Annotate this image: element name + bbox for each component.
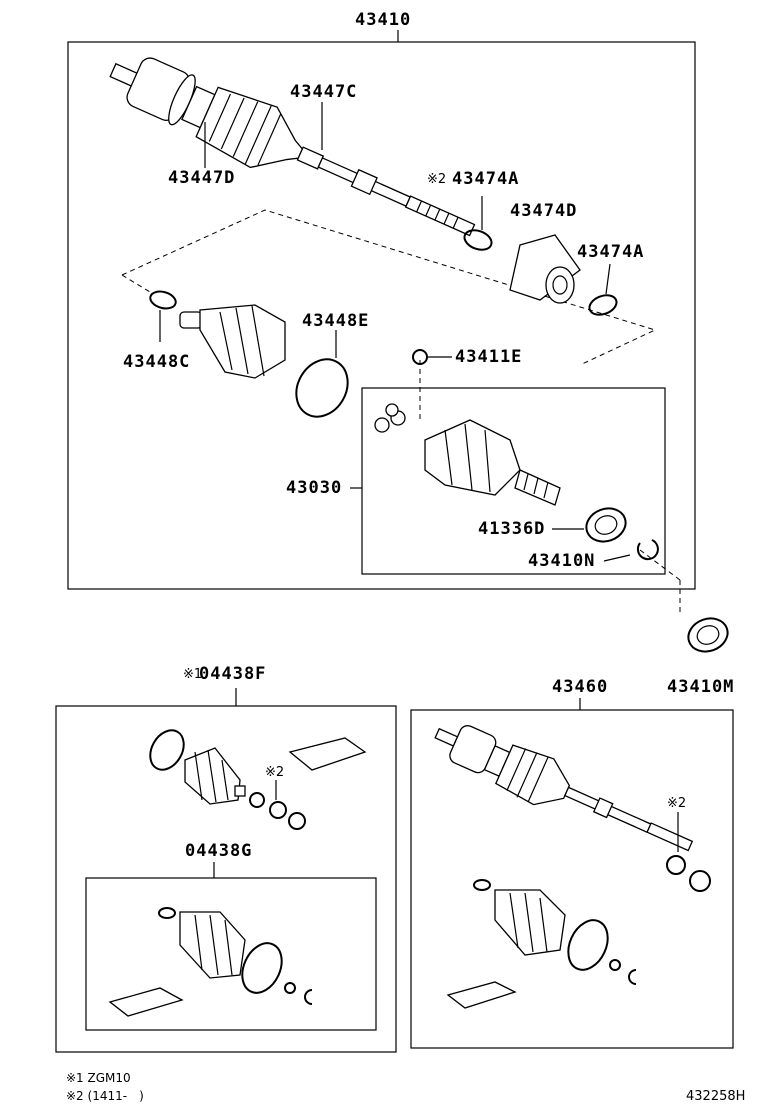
inner-joint-frame — [361, 387, 666, 575]
label-clamp-a-top: 43474A — [452, 169, 520, 189]
inner-joint-illustration — [374, 403, 561, 506]
boot-kit-inner-frame — [85, 877, 377, 1031]
label-bearing: 43410M — [667, 677, 735, 697]
label-ring-n: 43410N — [528, 551, 596, 571]
label-main-assy: 43410 — [355, 10, 412, 30]
boot-kit-inner-illustration — [108, 907, 313, 1017]
label-damper: 43474D — [510, 201, 578, 221]
label-alt-shaft: 43460 — [552, 677, 609, 697]
alt-shaft-frame — [410, 709, 734, 1049]
boot-kit-illustration — [149, 729, 367, 830]
drive-shaft-illustration — [109, 57, 476, 237]
label-mark2-alt: ※2 — [667, 796, 687, 811]
note-1-text: ZGM10 — [87, 1071, 131, 1085]
label-kit1: 04438F — [199, 664, 267, 684]
label-snap-ring: 43411E — [455, 347, 523, 367]
diagram-id: 432258H — [686, 1089, 746, 1104]
inner-boot-illustration — [179, 304, 286, 379]
note-2-mark: ※2 — [66, 1089, 84, 1103]
label-kit1-mark: ※1 — [183, 667, 203, 682]
label-mark2-kit: ※2 — [265, 765, 285, 780]
label-kit2: 04438G — [185, 841, 253, 861]
label-inner-band: 43448E — [302, 311, 370, 331]
label-clamp-a-right: 43474A — [577, 242, 645, 262]
label-outer-boot: 43447C — [290, 82, 358, 102]
note-1: ※1 ZGM10 — [66, 1072, 131, 1084]
main-assembly-frame — [67, 41, 696, 590]
damper-illustration — [509, 234, 581, 304]
label-mark2-a: ※2 — [427, 172, 447, 187]
label-outer-joint: 43447D — [168, 168, 236, 188]
label-inner-joint: 43030 — [286, 478, 343, 498]
note-2-text: (1411- ) — [87, 1089, 144, 1103]
label-inner-boot-clamp: 43448C — [123, 352, 191, 372]
note-1-mark: ※1 — [66, 1071, 84, 1085]
label-seal: 41336D — [478, 519, 546, 539]
note-2: ※2 (1411- ) — [66, 1090, 144, 1102]
boot-kit-frame — [55, 705, 397, 1053]
alt-shaft-illustration — [434, 725, 694, 852]
